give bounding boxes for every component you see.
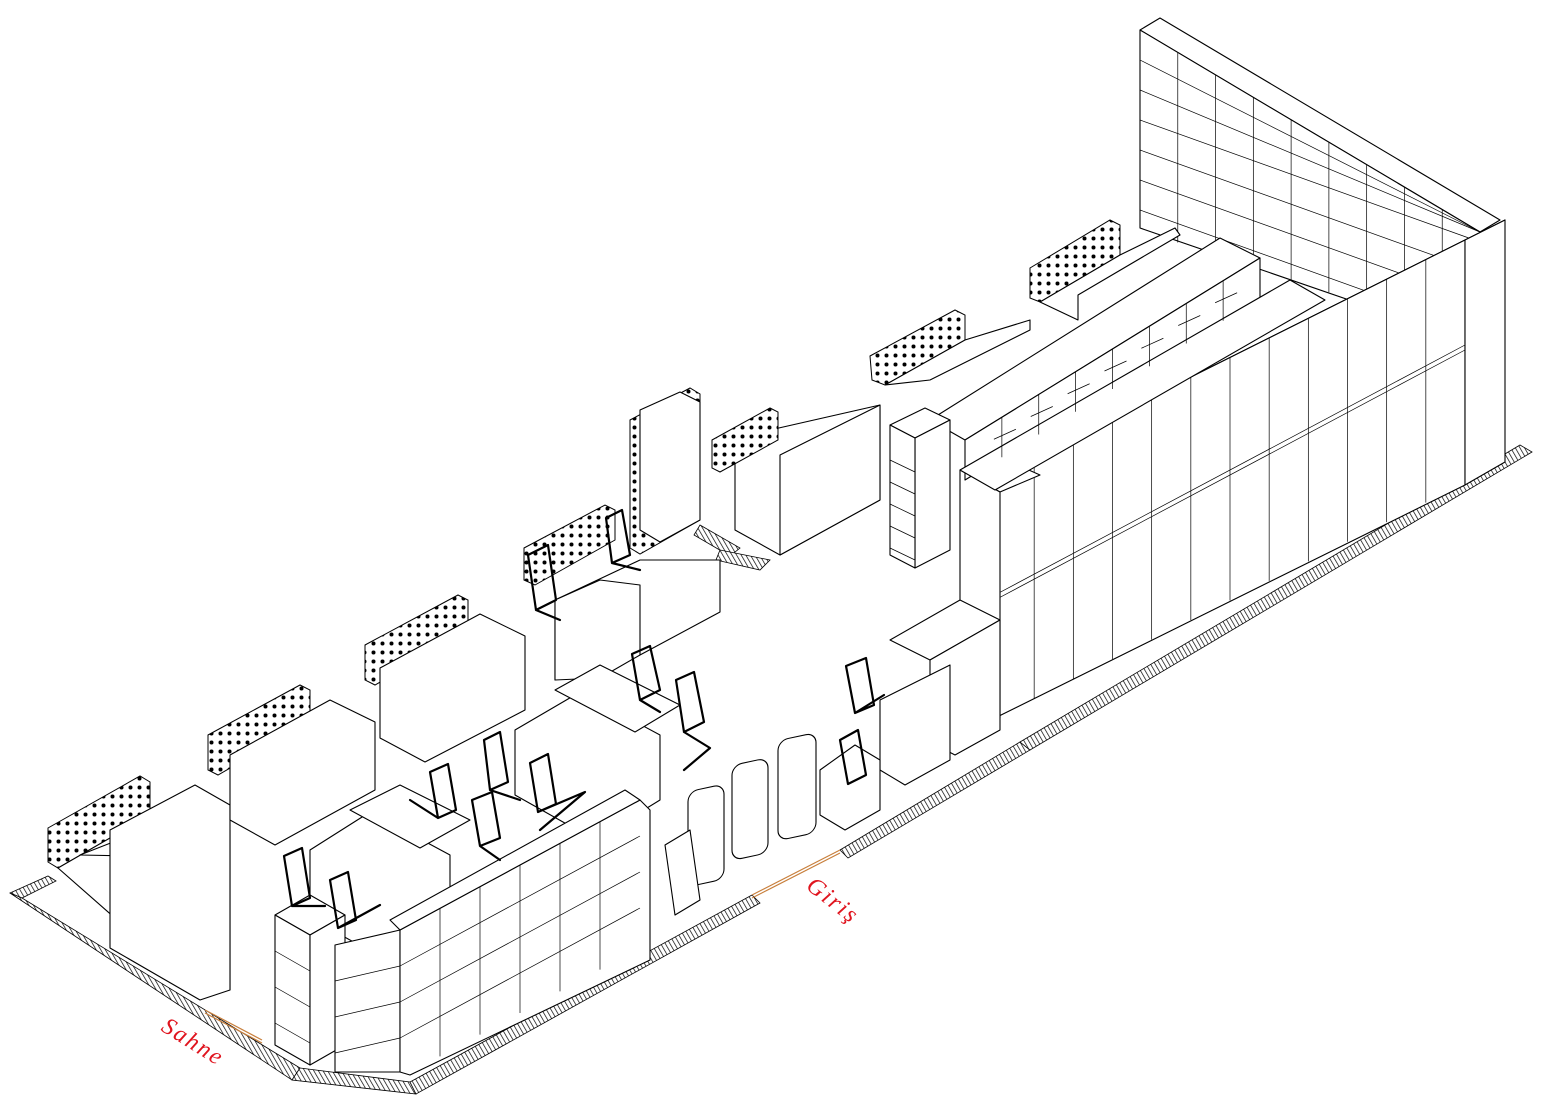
front-shelving [274, 789, 651, 1076]
bookshelf-wall [1139, 17, 1501, 346]
drawer-cabinet-rows [889, 237, 1326, 569]
office-chairs [282, 508, 886, 930]
left-workstations [47, 504, 616, 1001]
floor-walls [8, 444, 1533, 1095]
right-shelving [879, 599, 1001, 786]
reception-desk [554, 387, 721, 681]
doors [204, 849, 841, 1044]
display-panels [664, 733, 881, 916]
back-workstations [711, 219, 1181, 556]
entrance-label: Giriş [801, 872, 864, 929]
